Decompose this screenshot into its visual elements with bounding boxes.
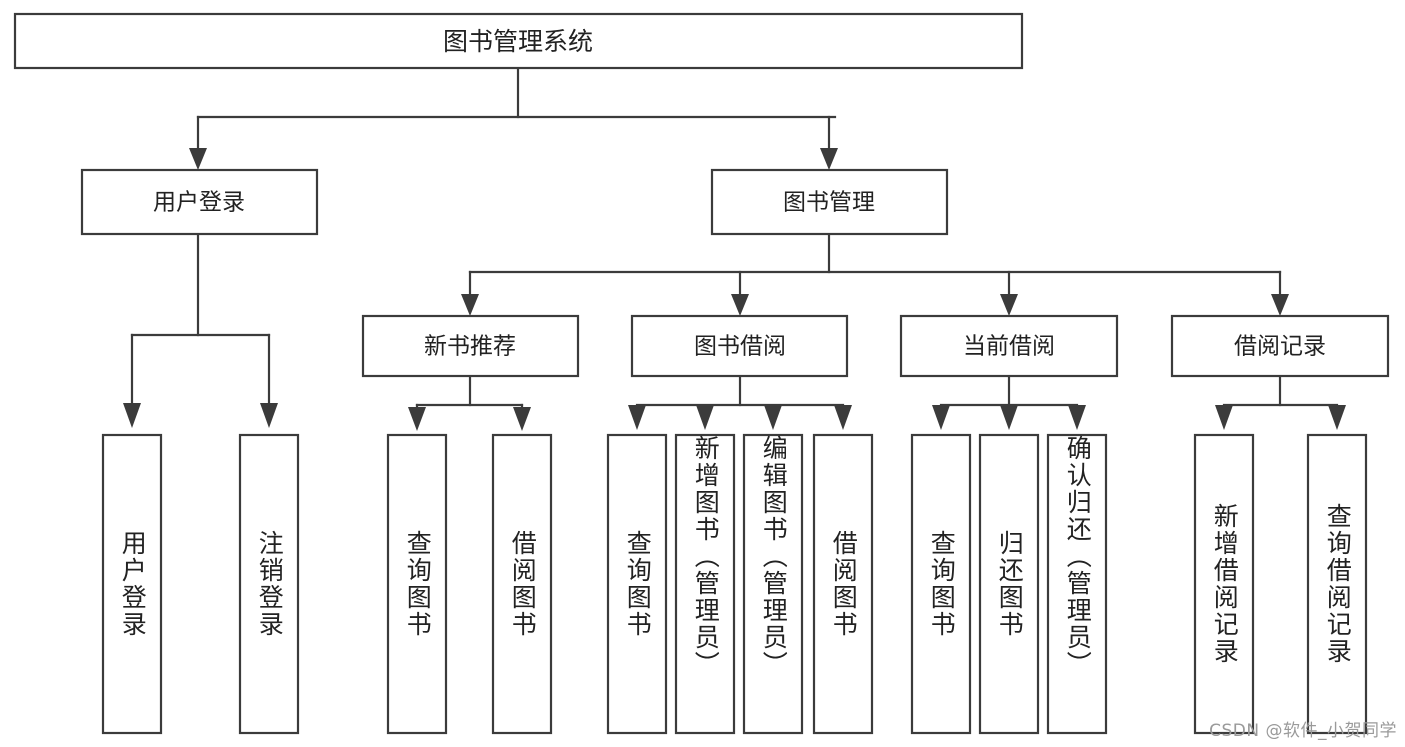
leaf-box-logout[interactable] [238, 433, 300, 735]
leaf-box-query-book-1[interactable] [386, 433, 448, 735]
leaf-box-borrow-book-1[interactable] [491, 433, 553, 735]
node-new-book-recommend-label: 新书推荐 [424, 334, 516, 360]
node-user-login[interactable]: 用户登录 [80, 168, 319, 236]
arrow-head-leaf-query-record [1328, 405, 1346, 430]
arrow-head-leaf-borrow-book-2 [834, 405, 852, 430]
arrow-head-current-borrow [1000, 294, 1018, 316]
node-book-borrow-label: 图书借阅 [694, 334, 786, 360]
arrow-head-leaf-add-record [1215, 405, 1233, 430]
node-borrow-record[interactable]: 借阅记录 [1170, 314, 1390, 378]
leaf-box-group [101, 433, 1368, 735]
node-book-borrow[interactable]: 图书借阅 [630, 314, 849, 378]
arrow-head-leaf-logout [260, 403, 278, 428]
arrow-head-leaf-add-book [696, 405, 714, 430]
node-book-management-label: 图书管理 [783, 190, 875, 216]
leaf-box-add-book[interactable] [674, 433, 736, 735]
arrow-head-leaf-query-book-1 [408, 407, 426, 431]
node-root[interactable]: 图书管理系统 [13, 12, 1024, 70]
leaf-box-confirm-return[interactable] [1046, 433, 1108, 735]
node-root-label: 图书管理系统 [443, 27, 593, 56]
node-book-management[interactable]: 图书管理 [710, 168, 949, 236]
arrow-head-new-book [461, 294, 479, 316]
node-borrow-record-label: 借阅记录 [1234, 334, 1326, 360]
node-user-login-label: 用户登录 [153, 190, 245, 216]
node-current-borrow-label: 当前借阅 [963, 334, 1055, 360]
node-current-borrow[interactable]: 当前借阅 [899, 314, 1119, 378]
leaf-box-query-record[interactable] [1306, 433, 1368, 735]
arrow-head-leaf-confirm-return [1068, 405, 1086, 430]
leaf-box-return-book[interactable] [978, 433, 1040, 735]
leaf-box-query-book-3[interactable] [910, 433, 972, 735]
node-book-management-box[interactable] [710, 168, 949, 236]
arrow-head-user-login [189, 148, 207, 170]
arrow-head-leaf-edit-book [764, 405, 782, 430]
arrow-head-leaf-return-book [1000, 405, 1018, 430]
leaf-box-user-login[interactable] [101, 433, 163, 735]
leaf-box-borrow-book-2[interactable] [812, 433, 874, 735]
node-user-login-box[interactable] [80, 168, 319, 236]
watermark-label: CSDN @软件_小贺同学 [1209, 721, 1397, 741]
node-new-book-recommend-box[interactable] [361, 314, 580, 378]
leaf-box-query-book-2[interactable] [606, 433, 668, 735]
arrow-head-book-mgmt [820, 148, 838, 170]
node-borrow-record-box[interactable] [1170, 314, 1390, 378]
arrow-head-leaf-borrow-book-1 [513, 407, 531, 431]
arrow-head-borrow-record [1271, 294, 1289, 316]
arrow-head-leaf-query-book-2 [628, 405, 646, 430]
arrow-head-leaf-user-login [123, 403, 141, 428]
node-current-borrow-box[interactable] [899, 314, 1119, 378]
node-new-book-recommend[interactable]: 新书推荐 [361, 314, 580, 378]
arrow-head-book-borrow [731, 294, 749, 316]
connector-group [123, 66, 1346, 431]
leaf-box-add-record[interactable] [1193, 433, 1255, 735]
arrow-head-leaf-query-book-3 [932, 405, 950, 430]
node-root-box[interactable] [13, 12, 1024, 70]
leaf-box-edit-book[interactable] [742, 433, 804, 735]
node-book-borrow-box[interactable] [630, 314, 849, 378]
